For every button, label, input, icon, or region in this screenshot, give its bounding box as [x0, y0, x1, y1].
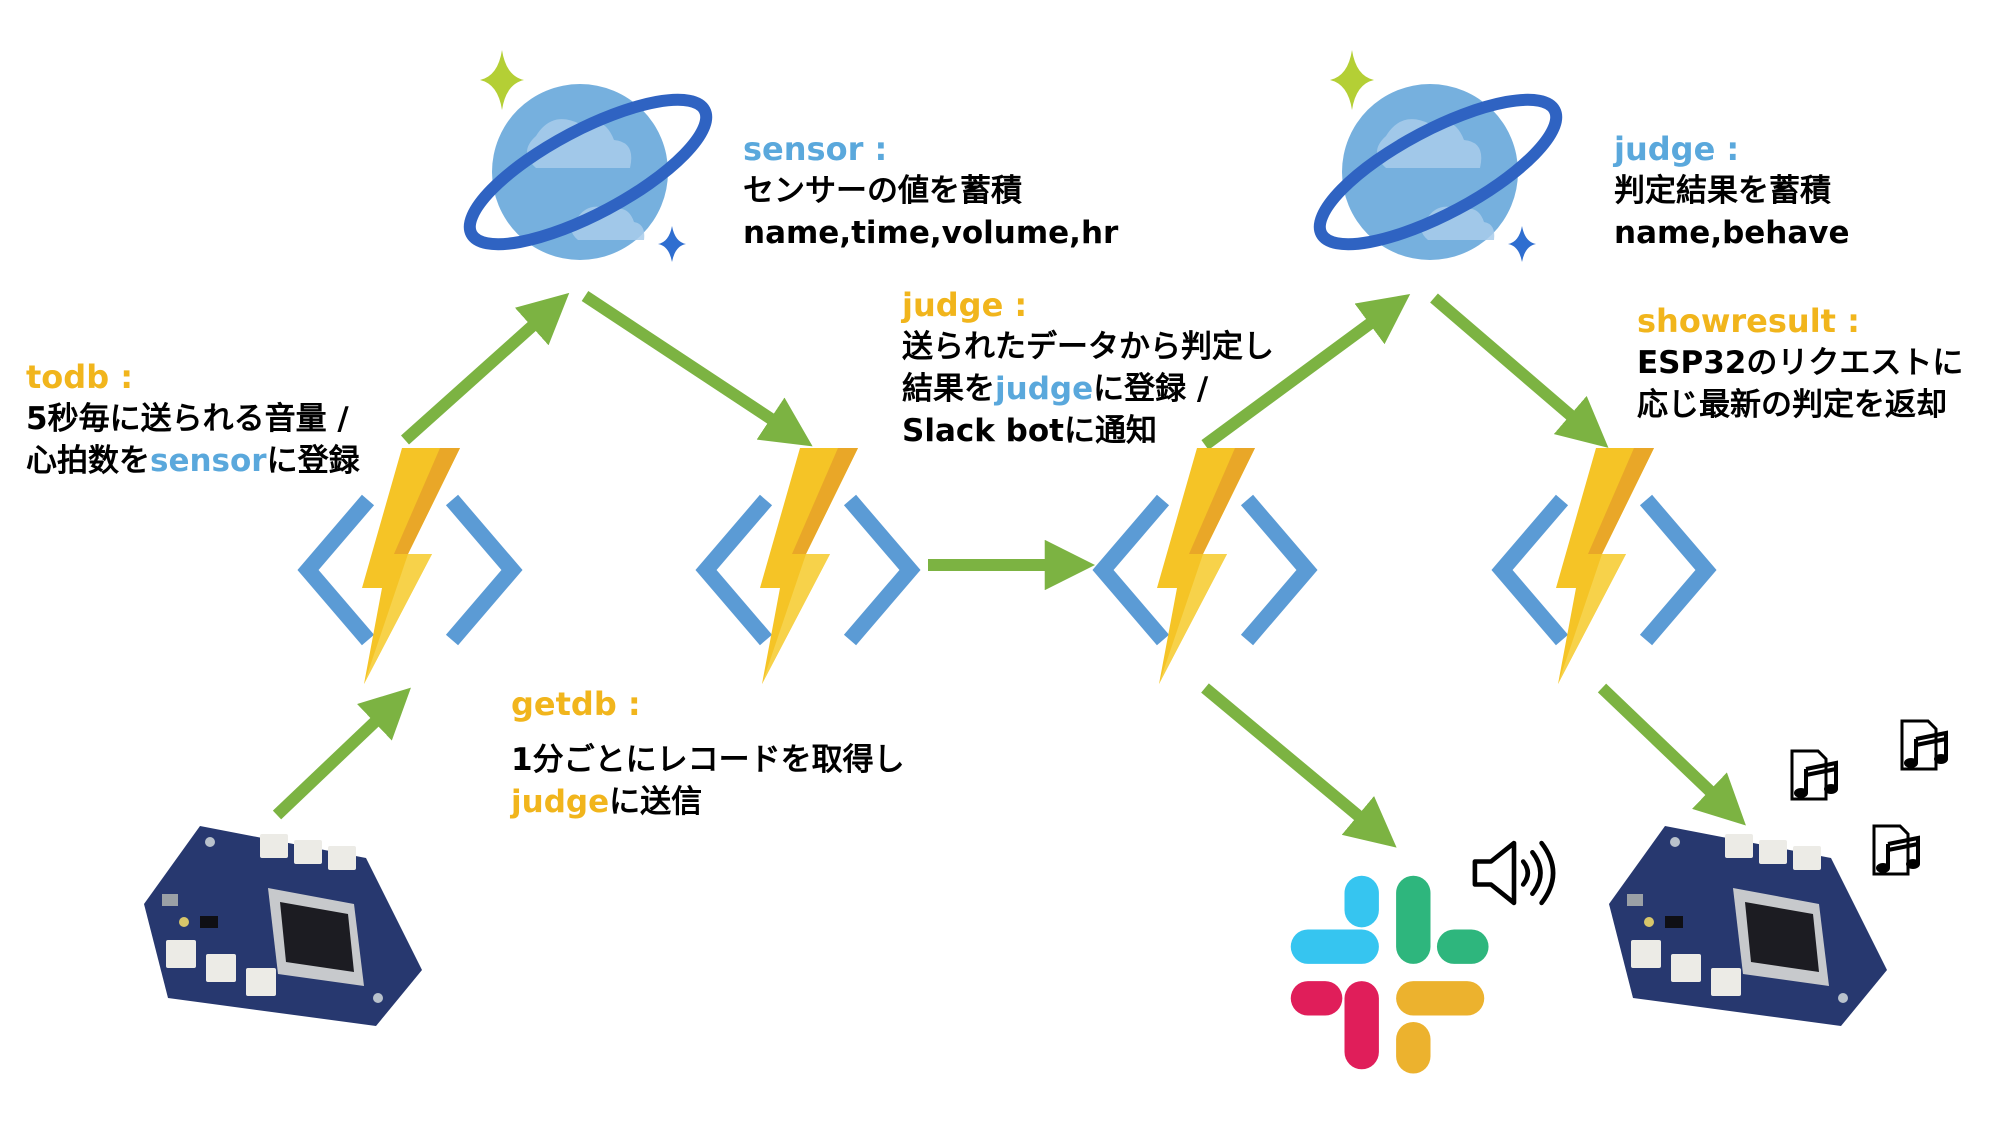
todb-line2: 心拍数をsensorに登録: [26, 440, 360, 482]
judge-db-line2: name,behave: [1614, 215, 1850, 251]
arrow-judge-to-slack: [1201, 683, 1397, 848]
arrow-judge-to-judgedb: [1201, 294, 1411, 450]
judge-db-label: judge : 判定結果を蓄積 name,behave: [1614, 128, 1850, 254]
showresult-title: showresult :: [1637, 302, 1860, 340]
getdb-line1: 1分ごとにレコードを取得し: [511, 742, 905, 778]
arrow-judgedb-to-showresult: [1430, 293, 1609, 448]
sensor-title: sensor :: [743, 130, 888, 168]
showresult-line1: ESP32のリクエストに: [1637, 345, 1964, 381]
arrow-board-to-todb: [272, 687, 411, 820]
sensor-cosmos-db-icon: [452, 50, 725, 271]
judge-function-line2: 結果をjudgeに登録 /: [902, 368, 1274, 410]
getdb-line2-post: に送信: [609, 784, 703, 820]
todb-function-icon: [308, 448, 512, 684]
getdb-line2: judgeに送信: [511, 781, 905, 823]
todb-label: todb : 5秒毎に送られる音量 / 心拍数をsensorに登録: [26, 356, 360, 482]
judge-function-line2-highlight: judge: [995, 371, 1094, 407]
todb-line2-highlight: sensor: [150, 443, 267, 479]
todb-line2-post: に登録: [266, 443, 360, 479]
todb-line2-pre: 心拍数を: [26, 443, 150, 479]
judge-function-line2-post: に登録 /: [1093, 371, 1209, 407]
judge-function-line2-pre: 結果を: [902, 371, 995, 407]
judge-function-label: judge : 送られたデータから判定し 結果をjudgeに登録 / Slack…: [902, 284, 1274, 452]
judge-function-title: judge :: [902, 286, 1028, 324]
getdb-title: getdb :: [511, 685, 641, 723]
music-note-icon: [1900, 719, 1950, 771]
sensor-line2: name,time,volume,hr: [743, 215, 1119, 251]
showresult-line2: 応じ最新の判定を返却: [1637, 387, 1947, 423]
todb-line1: 5秒毎に送られる音量 /: [26, 401, 349, 437]
getdb-label: getdb : 1分ごとにレコードを取得し judgeに送信: [511, 683, 905, 823]
getdb-line2-highlight: judge: [511, 784, 610, 820]
judge-function-line1: 送られたデータから判定し: [902, 329, 1274, 365]
esp32-board-icon-right: [1609, 826, 1887, 1026]
showresult-function-icon: [1502, 448, 1706, 684]
sensor-line1: センサーの値を蓄積: [743, 173, 1022, 209]
judge-cosmos-db-icon: [1302, 50, 1575, 271]
judge-function-line3: Slack botに通知: [902, 413, 1157, 449]
music-note-icon: [1790, 749, 1840, 801]
judge-db-line1: 判定結果を蓄積: [1614, 173, 1831, 209]
music-note-icon: [1872, 824, 1922, 876]
arrow-sensor-to-getdb: [581, 290, 813, 447]
showresult-label: showresult : ESP32のリクエストに 応じ最新の判定を返却: [1637, 300, 1963, 426]
arrow-todb-to-sensor: [400, 292, 570, 445]
slack-logo-icon: [1290, 875, 1489, 1074]
arrow-showresult-to-board: [1597, 683, 1746, 826]
flow-arrows: [272, 290, 1746, 848]
todb-title: todb :: [26, 358, 134, 396]
judge-function-icon: [1103, 448, 1307, 684]
judge-db-title: judge :: [1614, 130, 1740, 168]
esp32-board-icon-left: [144, 826, 422, 1026]
getdb-function-icon: [706, 448, 910, 684]
speaker-icon: [1475, 843, 1553, 903]
sensor-label: sensor : センサーの値を蓄積 name,time,volume,hr: [743, 128, 1118, 254]
